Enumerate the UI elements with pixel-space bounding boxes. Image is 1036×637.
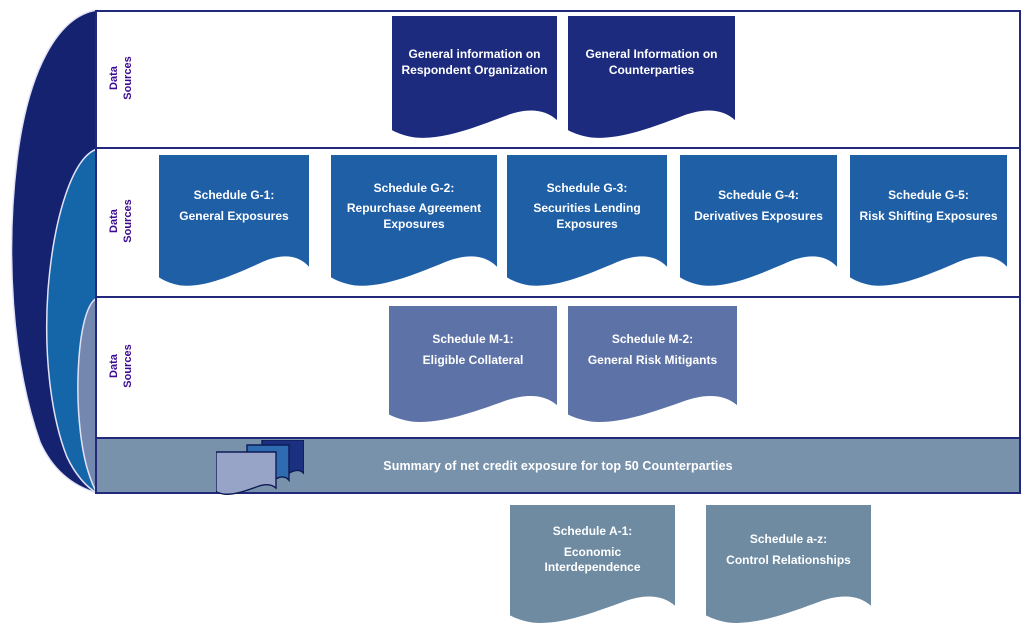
card-subtitle: Derivatives Exposures xyxy=(694,209,823,223)
card-schedule-g2: Schedule G-2: Repurchase Agreement Expos… xyxy=(331,155,497,288)
band-label-text: Data Sources xyxy=(108,56,134,100)
card-schedule-az: Schedule a-z: Control Relationships xyxy=(706,505,871,625)
card-subtitle: Securities Lending Exposures xyxy=(533,201,641,231)
card-schedule-g4: Schedule G-4: Derivatives Exposures xyxy=(680,155,837,288)
card-line2: Counterparties xyxy=(608,63,695,77)
card-title: Schedule G-1: xyxy=(193,188,275,203)
band-divider xyxy=(97,296,1019,298)
card-title: Schedule M-2: xyxy=(611,331,694,346)
card-title: Schedule a-z: xyxy=(749,531,828,546)
band-label-text: Data Sources xyxy=(108,199,134,243)
card-general-info-respondent: General information on Respondent Organi… xyxy=(392,16,557,140)
card-general-info-counterparties: General Information on Counterparties xyxy=(568,16,735,140)
band1-label: Data Sources xyxy=(96,52,148,104)
band-divider xyxy=(97,147,1019,149)
card-subtitle: Economic Interdependence xyxy=(544,544,641,575)
card-subtitle: Control Relationships xyxy=(726,552,851,567)
card-title: Schedule G-2: xyxy=(373,180,455,195)
card-subtitle: Risk Shifting Exposures xyxy=(859,209,998,223)
card-schedule-m1: Schedule M-1: Eligible Collateral xyxy=(389,306,557,424)
card-line2: Respondent Organization xyxy=(401,63,548,77)
card-title: Schedule G-3: xyxy=(546,180,628,195)
card-subtitle: General Exposures xyxy=(179,209,289,223)
card-title: Schedule G-5: xyxy=(888,188,969,203)
band2-label: Data Sources xyxy=(96,195,148,247)
card-schedule-g3: Schedule G-3: Securities Lending Exposur… xyxy=(507,155,667,288)
card-line1: General information on xyxy=(408,47,541,62)
card-line1: General Information on xyxy=(585,47,718,62)
card-subtitle: Eligible Collateral xyxy=(422,352,524,367)
card-schedule-g1: Schedule G-1: General Exposures xyxy=(159,155,309,288)
stacked-documents-icon xyxy=(216,440,304,495)
card-title: Schedule A-1: xyxy=(552,524,633,539)
band3-label: Data Sources xyxy=(96,340,148,392)
card-title: Schedule G-4: xyxy=(718,188,799,203)
curve-band-3 xyxy=(77,296,98,496)
nested-curves-decoration xyxy=(10,9,98,496)
summary-bar-text: Summary of net credit exposure for top 5… xyxy=(383,458,733,473)
card-subtitle: General Risk Mitigants xyxy=(587,352,718,367)
card-title: Schedule M-1: xyxy=(432,331,514,346)
card-schedule-g5: Schedule G-5: Risk Shifting Exposures xyxy=(850,155,1007,288)
card-schedule-m2: Schedule M-2: General Risk Mitigants xyxy=(568,306,737,424)
card-subtitle: Repurchase Agreement Exposures xyxy=(346,201,482,231)
card-schedule-a1: Schedule A-1: Economic Interdependence xyxy=(510,505,675,625)
band-label-text: Data Sources xyxy=(108,344,134,388)
